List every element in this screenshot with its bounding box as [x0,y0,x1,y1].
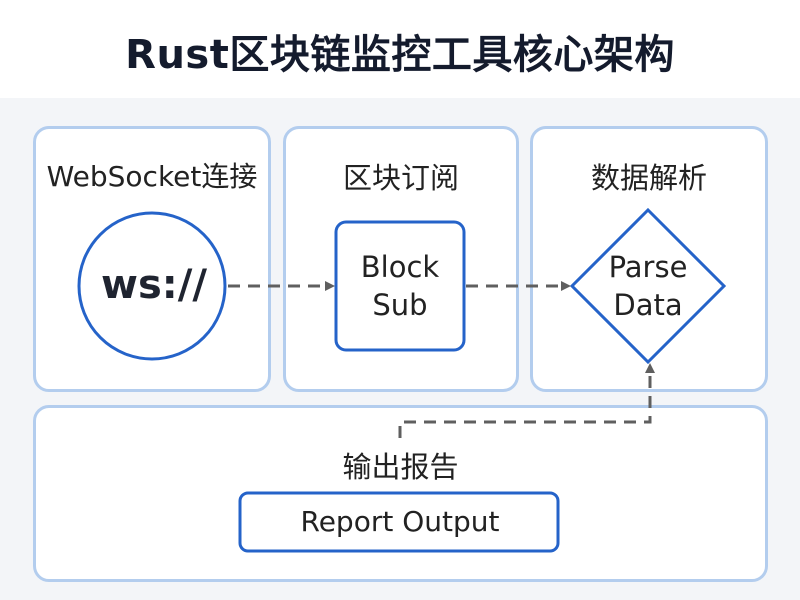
websocket-node-text: ws:// [101,262,207,308]
panel-label-report: 输出报告 [342,450,459,484]
parse-data-line-1: Parse [608,250,688,284]
panel-label-subscription: 区块订阅 [342,161,459,195]
parse-data-line-2: Data [613,288,683,322]
parse-data-node-text: Parse Data [572,248,724,324]
panel-label-parsing: 数据解析 [590,161,707,195]
parse-data-node-diamond [569,207,727,365]
block-sub-line-2: Sub [372,288,428,322]
report-output-node-box [238,491,560,553]
report-output-node-text: Report Output [300,505,500,538]
panel-websocket-connection: WebSocket连接 [33,126,271,392]
arrow-report-to-parse [398,363,655,438]
title-band [0,0,800,98]
block-sub-node-text: Block Sub [336,248,464,324]
panel-label-websocket: WebSocket连接 [46,160,258,193]
block-sub-node-box [334,220,466,352]
websocket-node-circle [77,211,227,361]
page-title: Rust区块链监控工具核心架构 [125,32,675,78]
block-sub-line-1: Block [360,250,440,284]
